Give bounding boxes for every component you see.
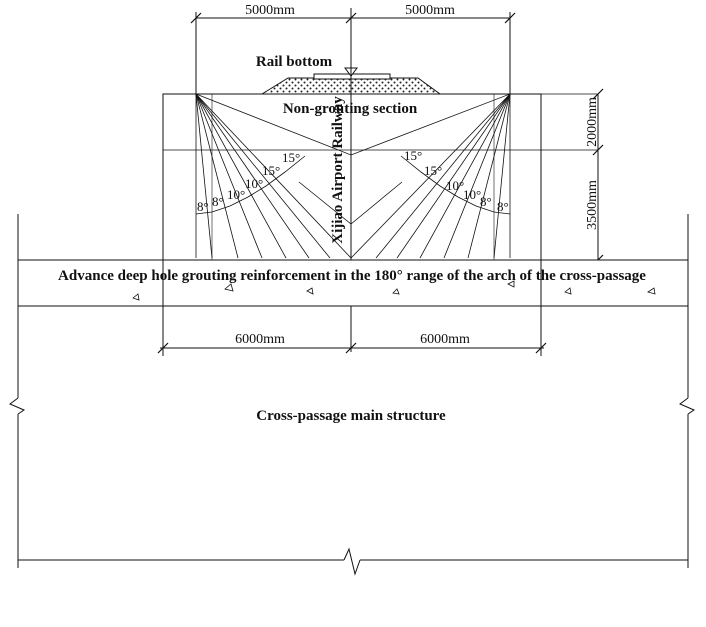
grout-hole-line: [419, 93, 511, 259]
rail-bottom-label: Rail bottom: [256, 54, 333, 70]
angle-left-6: 15°: [282, 150, 300, 165]
rail-ballast: [260, 66, 442, 95]
grout-hole-line: [195, 93, 331, 259]
dim-bottom-left: 6000mm: [235, 332, 285, 347]
angle-left-3: 10°: [227, 187, 245, 202]
angle-labels-left: 8° 8° 10° 10° 15° 15°: [197, 150, 300, 214]
angle-right-6: 8°: [497, 199, 509, 214]
grout-hole-line: [195, 93, 310, 259]
dim-top-left: 5000mm: [245, 3, 295, 18]
angle-labels-right: 15° 15° 10° 10° 8° 8°: [404, 148, 509, 214]
angle-left-1: 8°: [197, 199, 209, 214]
grout-hole-line: [195, 93, 352, 259]
grout-hole-line: [350, 93, 511, 259]
dim-top-right: 5000mm: [405, 3, 455, 18]
grout-hole-line: [375, 93, 511, 259]
dim-right-lower: 3500mm: [585, 180, 600, 230]
grout-fan-right: [350, 93, 511, 259]
dim-right-upper: 2000mm: [585, 97, 600, 147]
grout-hole-line: [493, 93, 511, 259]
grout-hole-line: [467, 93, 511, 259]
angle-right-1: 15°: [404, 148, 422, 163]
top-dimension: 5000mm 5000mm: [190, 3, 516, 96]
grouting-band-label: Advance deep hole grouting reinforcement…: [58, 268, 646, 284]
angle-arc: [400, 155, 511, 215]
right-dimension: 2000mm 3500mm: [585, 88, 604, 266]
angle-arc: [195, 155, 306, 215]
grout-hole-line: [195, 93, 239, 259]
grout-hole-line: [195, 93, 263, 259]
angle-left-4: 10°: [245, 176, 263, 191]
angle-right-2: 15°: [424, 163, 442, 178]
angle-right-4: 10°: [463, 187, 481, 202]
inner-zigzag: [195, 93, 511, 225]
angle-left-5: 15°: [262, 163, 280, 178]
main-structure-label: Cross-passage main structure: [256, 408, 446, 424]
passage-walls: [9, 214, 696, 576]
grouting-band: [17, 259, 689, 307]
dim-bottom-right: 6000mm: [420, 332, 470, 347]
concrete-marks: [132, 280, 656, 301]
grout-hole-line: [443, 93, 511, 259]
angle-right-3: 10°: [446, 178, 464, 193]
grout-fan-left: [195, 93, 352, 259]
railway-label: Xijiao Airport Railway: [330, 96, 346, 244]
angle-right-5: 8°: [480, 194, 492, 209]
non-grouting-label: Non-grouting section: [283, 101, 418, 117]
grout-hole-line: [195, 93, 213, 259]
bottom-dimension: 6000mm 6000mm: [157, 260, 547, 356]
grout-hole-line: [195, 93, 287, 259]
grout-hole-line: [396, 93, 511, 259]
angle-left-2: 8°: [212, 194, 224, 209]
